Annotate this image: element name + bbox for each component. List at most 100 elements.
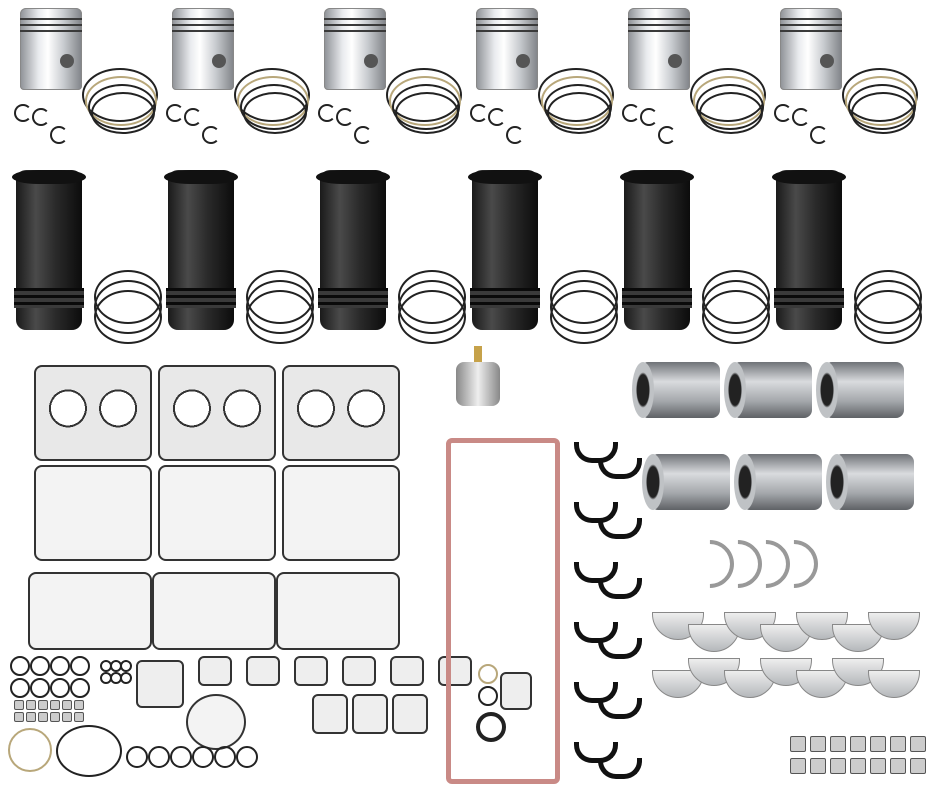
piston-ring [395,92,459,134]
rod-bearing [598,518,642,539]
retaining-clip [32,108,50,126]
seal-ring [170,746,192,768]
valve-seal [830,736,846,752]
piston-ring [91,92,155,134]
piston [172,8,234,90]
exhaust-gasket [136,660,184,708]
piston-pin [632,362,720,418]
small-seal [74,712,84,722]
piston [780,8,842,90]
small-seal [50,700,60,710]
o-ring [50,678,70,698]
main-bearing [868,670,920,698]
cylinder-liner [316,170,390,330]
manifold-gasket [438,656,472,686]
head-gasket [282,365,400,461]
cylinder-liner [468,170,542,330]
retaining-clip [640,108,658,126]
piston-pin [816,362,904,418]
rod-bearing [598,458,642,479]
o-ring [30,678,50,698]
piston-pin [642,454,730,510]
retaining-clip [810,126,828,144]
valve-cover-gasket [28,572,152,650]
rod-bearing [574,442,618,463]
seal-ring [478,664,498,684]
retaining-clip [774,104,792,122]
yellow-seal-ring [8,728,52,772]
valve-seal [850,736,866,752]
valve-seal [810,758,826,774]
seal-ring [148,746,170,768]
valve-seal [890,736,906,752]
valve-seal [850,758,866,774]
retaining-clip [318,104,336,122]
small-seal [26,700,36,710]
piston-pin [724,362,812,418]
rod-bearing [574,682,618,703]
oil-cooler-gasket [312,694,348,734]
small-seal [50,712,60,722]
rod-bearing [598,698,642,719]
retaining-clip [488,108,506,126]
retaining-clip [792,108,810,126]
valve-seal [790,736,806,752]
thermostat-stem [474,346,482,364]
retaining-clip [184,108,202,126]
liner-oring [94,290,162,344]
small-seal [62,712,72,722]
cylinder-liner [620,170,694,330]
small-seal [26,712,36,722]
seal-ring [236,746,258,768]
piston [20,8,82,90]
retaining-clip [622,104,640,122]
cylinder-liner [164,170,238,330]
o-ring [10,656,30,676]
piston-ring [851,92,915,134]
o-ring [10,678,30,698]
head-gasket [158,365,276,461]
cylinder-liner [12,170,86,330]
valve-cover-gasket [152,572,276,650]
piston [628,8,690,90]
water-pump-gasket [186,694,246,750]
rod-bearing [574,622,618,643]
small-seal [14,712,24,722]
piston-ring [547,92,611,134]
seal-ring [192,746,214,768]
o-ring [50,656,70,676]
oil-cooler-gasket [352,694,388,734]
seal-ring [126,746,148,768]
o-ring [70,678,90,698]
retaining-clip [202,126,220,144]
o-ring [30,656,50,676]
piston-pin [734,454,822,510]
valve-seal [870,736,886,752]
liner-oring [550,290,618,344]
manifold-gasket [198,656,232,686]
liner-oring [246,290,314,344]
rod-bearing [598,578,642,599]
retaining-clip [50,126,68,144]
rod-bearing [574,562,618,583]
thermostat [456,362,500,406]
cylinder-liner [772,170,846,330]
seal-ring [214,746,236,768]
seal-ring [478,686,498,706]
head-gasket [34,365,152,461]
small-seal [62,700,72,710]
dipstick-gasket [500,672,532,710]
large-o-ring [56,725,122,777]
retaining-clip [506,126,524,144]
valve-seal [890,758,906,774]
piston-ring [243,92,307,134]
small-seal [38,712,48,722]
rod-bearing [574,502,618,523]
piston [324,8,386,90]
manifold-gasket [294,656,328,686]
liner-oring [702,290,770,344]
valve-seal [910,758,926,774]
retaining-clip [336,108,354,126]
valve-seal [830,758,846,774]
